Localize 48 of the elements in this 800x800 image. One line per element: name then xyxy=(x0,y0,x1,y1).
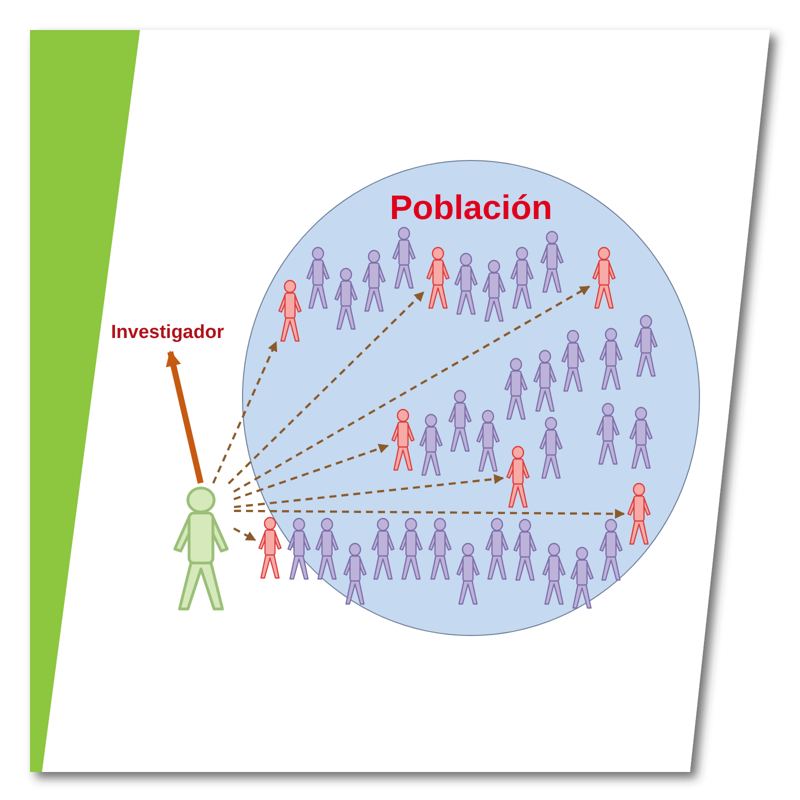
person-figure xyxy=(305,246,331,310)
arrow xyxy=(234,474,504,508)
arrow xyxy=(212,341,278,484)
person-figure xyxy=(509,246,535,310)
person-figure xyxy=(390,408,416,472)
arrow xyxy=(233,286,590,493)
person-figure xyxy=(455,542,481,606)
person-figure xyxy=(505,444,532,508)
person-figure xyxy=(532,349,558,413)
role-label: Investigador xyxy=(110,322,225,344)
person-figure xyxy=(538,230,564,294)
person-figure xyxy=(598,327,624,391)
person-figure xyxy=(453,252,479,316)
person-figure xyxy=(277,279,303,343)
person-figure xyxy=(569,546,595,610)
person-figure xyxy=(256,516,283,580)
person-figure xyxy=(475,409,502,474)
person-figure xyxy=(425,246,451,310)
person-figure xyxy=(512,518,538,582)
person-figure xyxy=(342,542,368,606)
person-figure xyxy=(481,259,507,323)
person-figure xyxy=(333,267,359,332)
person-figure xyxy=(591,246,617,310)
circle-title: Población xyxy=(388,189,554,228)
person-figure xyxy=(390,226,416,290)
person-figure xyxy=(633,314,659,378)
person-figure xyxy=(503,357,530,422)
person-figure xyxy=(286,516,312,581)
arrow xyxy=(234,444,389,500)
person-figure xyxy=(538,416,564,480)
person-figure xyxy=(484,517,510,582)
person-figure xyxy=(598,518,624,582)
person-figure xyxy=(426,517,452,582)
person-figure xyxy=(314,517,340,582)
person-figure xyxy=(447,389,473,453)
arrow xyxy=(166,350,204,484)
person-figure xyxy=(628,406,654,470)
arrow xyxy=(234,508,625,519)
person-figure xyxy=(418,413,444,478)
person-figure xyxy=(560,329,586,393)
person-figure xyxy=(626,482,652,546)
arrow xyxy=(233,527,256,542)
person-figure xyxy=(541,542,567,606)
arrow xyxy=(228,291,424,484)
person-figure xyxy=(370,517,396,582)
person-figure xyxy=(398,516,424,581)
person-figure xyxy=(361,248,388,313)
person-figure xyxy=(595,402,621,466)
